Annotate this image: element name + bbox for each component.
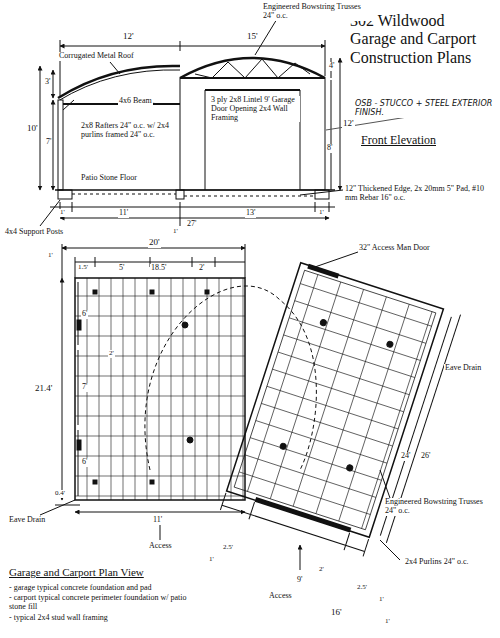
dimension-label: 2.5'	[222, 544, 234, 552]
note-line: - carport typical concrete perimeter fou…	[8, 594, 200, 612]
dimension-label: 8'	[326, 144, 333, 153]
callout-note: Eave Drain	[444, 364, 482, 373]
callout-note: 4x4 Support Posts	[4, 228, 64, 237]
dimension-label: 11'	[152, 516, 163, 525]
dimension-label: 13'	[245, 209, 256, 218]
dimension-label: 2.5'	[356, 584, 368, 592]
callout-note: 32" Access Man Door	[358, 244, 431, 253]
callout-note: Engineered Bowstring Trusses 24" o.c.	[384, 498, 494, 516]
plan-view	[40, 244, 461, 570]
view-title: Front Elevation	[360, 134, 437, 147]
callout-note: 2x4 Purlins 24" o.c.	[404, 558, 486, 567]
note-line: - typical 2x4 stud wall framing	[8, 614, 109, 623]
dimension-label: 1'	[172, 228, 179, 236]
dimension-label: 7'	[45, 138, 52, 147]
dimension-label: 0.4'	[54, 490, 66, 498]
dimension-label: 6'	[81, 310, 88, 319]
callout-note: Access	[148, 542, 173, 551]
callout-note: Eave Drain	[8, 516, 46, 525]
dimension-label: 1'	[384, 618, 391, 626]
dimension-label: 1'	[47, 252, 54, 260]
dimension-label: 12'	[342, 119, 355, 129]
dimension-label: 6'	[81, 458, 88, 467]
dimension-label: 24'	[400, 452, 411, 461]
dimension-label: 4'	[328, 62, 335, 71]
dimension-label: 21.4'	[34, 384, 53, 394]
callout-note: 3 ply 2x8 Lintel 9' Garage Door Opening …	[210, 96, 300, 122]
dimension-label: 1'	[318, 209, 325, 217]
dimension-label: 15'	[246, 32, 259, 42]
dimension-label: 2'	[198, 264, 205, 273]
dimension-label: 1.5'	[77, 264, 89, 272]
callout-note: 4x6 Beam	[118, 97, 153, 106]
dimension-label: 18.5'	[150, 264, 167, 273]
callout-note: 2x8 Rafters 24" o.c. w/ 2x4 purlins fram…	[80, 122, 178, 140]
dimension-label: 1'	[378, 596, 385, 604]
handwritten-note: OSB - STUCCO + STEEL EXTERIOR FINISH.	[354, 100, 494, 118]
dimension-label: 16'	[330, 608, 343, 618]
callout-note: 12" Thickened Edge, 2x 20mm 5" Pad, #10 …	[344, 185, 496, 203]
dimension-label: 3'	[44, 78, 51, 87]
dimension-label: 1'	[59, 209, 66, 217]
dimension-label: 2'	[108, 350, 115, 358]
dimension-label: 1'	[208, 556, 215, 564]
note-line: - garage typical concrete foundation and…	[8, 584, 153, 593]
dimension-label: 5'	[118, 264, 125, 273]
callout-note: Corrugated Metal Roof	[58, 52, 135, 61]
dimension-label: 7'	[81, 383, 88, 392]
view-title: Garage and Carport Plan View	[8, 566, 145, 578]
dimension-label: 27'	[186, 220, 197, 229]
dimension-label: 2'	[318, 566, 325, 574]
dimension-label: 11'	[118, 209, 129, 218]
callout-note: Engineered Bowstring Trusses 24" o.c.	[262, 3, 374, 21]
dimension-label: 9'	[296, 576, 303, 585]
callout-note: Patio Stone Floor	[80, 174, 138, 183]
callout-note: Access	[268, 592, 293, 601]
dimension-label: 12'	[122, 32, 135, 42]
dimension-label: 20'	[148, 238, 161, 248]
dimension-label: 26'	[420, 452, 431, 461]
dimension-label: 10'	[26, 124, 39, 134]
